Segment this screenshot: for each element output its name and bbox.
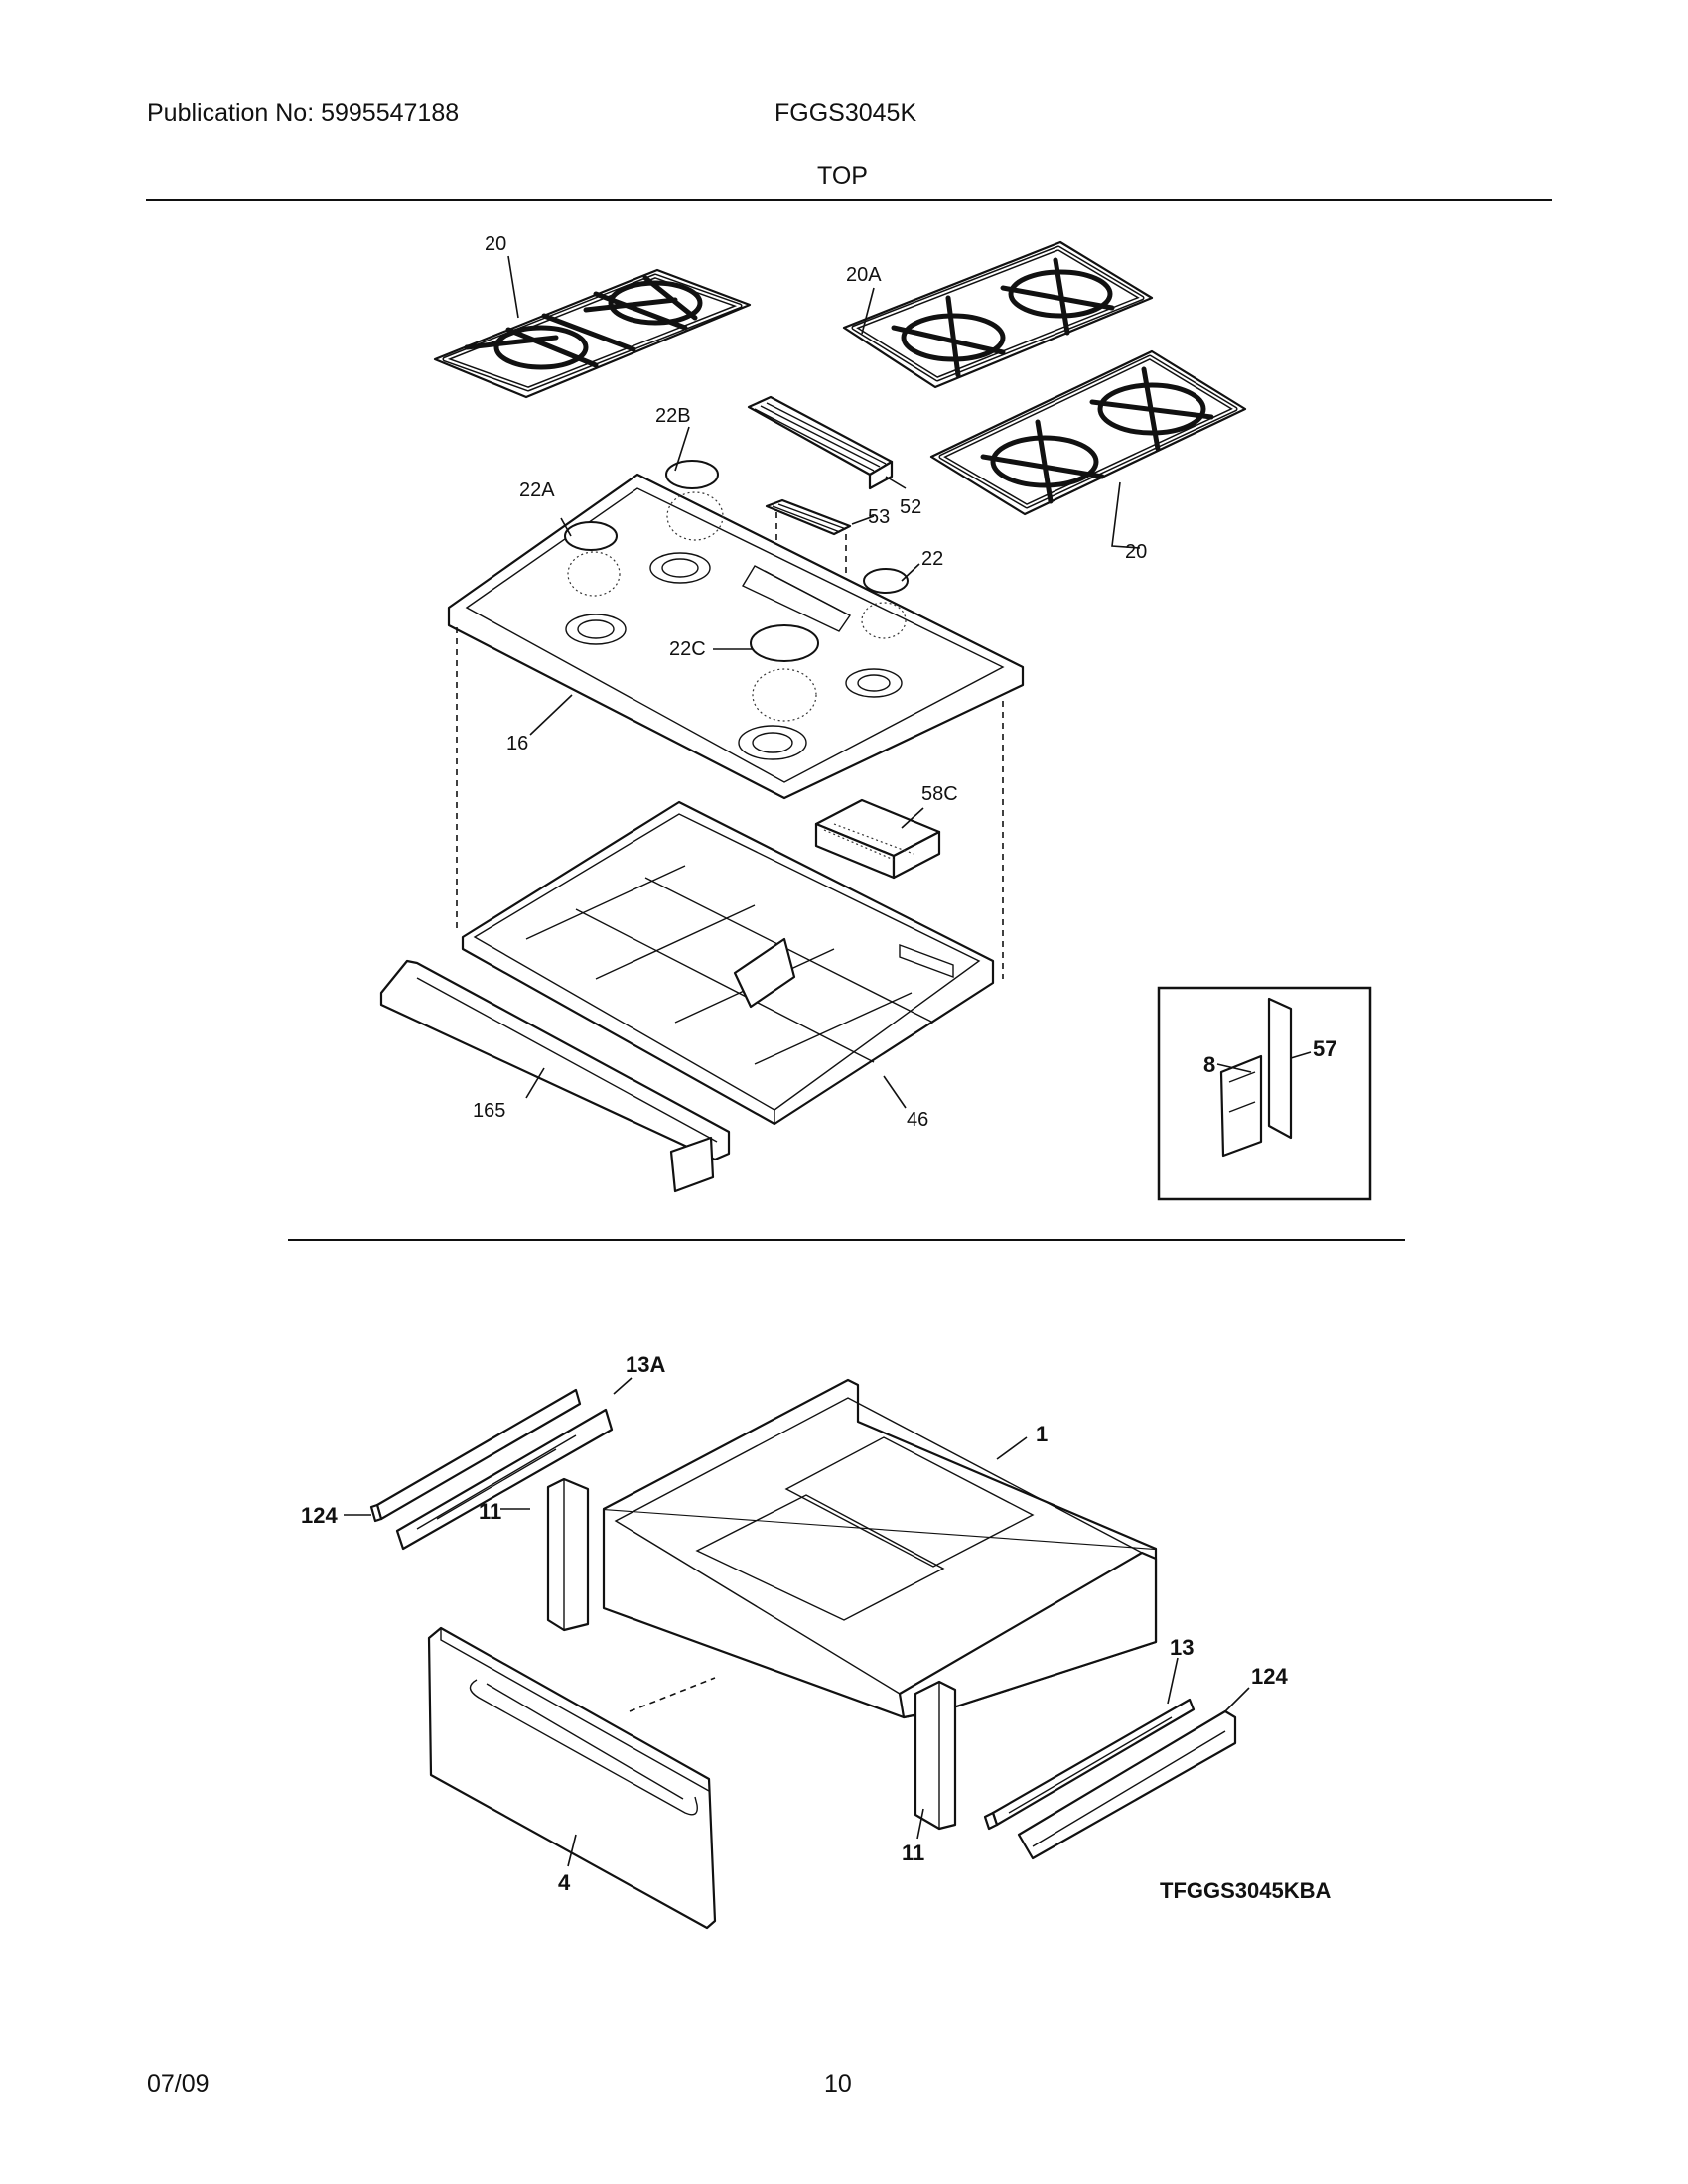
section-divider [288, 1239, 1405, 1241]
callout-insulation: 58C [921, 783, 958, 805]
bracket-right [914, 1680, 957, 1831]
slide-left [369, 1388, 614, 1551]
callout-bracket-right: 11 [902, 1841, 924, 1865]
rail-right [1017, 1709, 1237, 1860]
header-rule [146, 199, 1552, 201]
callout-grate-left: 20 [485, 233, 506, 255]
callout-vent-cover: 52 [900, 496, 921, 518]
callout-slide-left: 13A [626, 1352, 665, 1377]
drawer-body [602, 1378, 1158, 1719]
slide-right [983, 1698, 1196, 1831]
callout-rail-left: 124 [301, 1503, 338, 1528]
footer-date: 07/09 [147, 2070, 210, 2098]
grate-left [433, 268, 752, 399]
callout-grate-right-bottom: 20 [1125, 541, 1147, 563]
callout-cap-22c: 22C [669, 638, 706, 660]
callout-front-rail: 165 [473, 1100, 505, 1122]
section-title: TOP [817, 162, 868, 190]
vent-cover [747, 395, 894, 490]
burner-caps [564, 460, 909, 722]
callout-inset-bracket: 57 [1313, 1036, 1336, 1061]
grate-right-top [842, 240, 1154, 389]
diagram-id: TFGGS3045KBA [1160, 1878, 1331, 1903]
callout-cap-22b: 22B [655, 405, 691, 427]
bracket-left [546, 1477, 590, 1632]
callout-drawer-body: 1 [1036, 1422, 1048, 1446]
callout-inset-switch: 8 [1203, 1052, 1215, 1077]
vent-grille [765, 498, 852, 536]
callout-rail-right: 124 [1251, 1664, 1288, 1689]
callout-bracket-left: 11 [479, 1499, 501, 1524]
insulation-block [814, 798, 941, 880]
drawer-front [427, 1626, 717, 1930]
burner-box [461, 800, 995, 1126]
inset-box [1157, 986, 1372, 1201]
callout-vent-grille: 53 [868, 506, 890, 528]
front-rail [379, 959, 731, 1193]
callout-grate-right-top: 20A [846, 264, 882, 286]
callout-cap-22: 22 [921, 548, 943, 570]
callout-cooktop: 16 [506, 733, 528, 754]
callout-slide-right: 13 [1170, 1635, 1194, 1660]
grate-right-bottom [929, 349, 1247, 516]
cooktop [447, 473, 1025, 800]
footer-page: 10 [824, 2070, 852, 2098]
callout-cap-22a: 22A [519, 479, 555, 501]
leader-lines [344, 255, 1312, 1867]
callout-drawer-front: 4 [558, 1870, 571, 1895]
callout-burner-box: 46 [907, 1109, 928, 1131]
model-number: FGGS3045K [774, 99, 917, 127]
publication-number: Publication No: 5995547188 [147, 99, 460, 127]
